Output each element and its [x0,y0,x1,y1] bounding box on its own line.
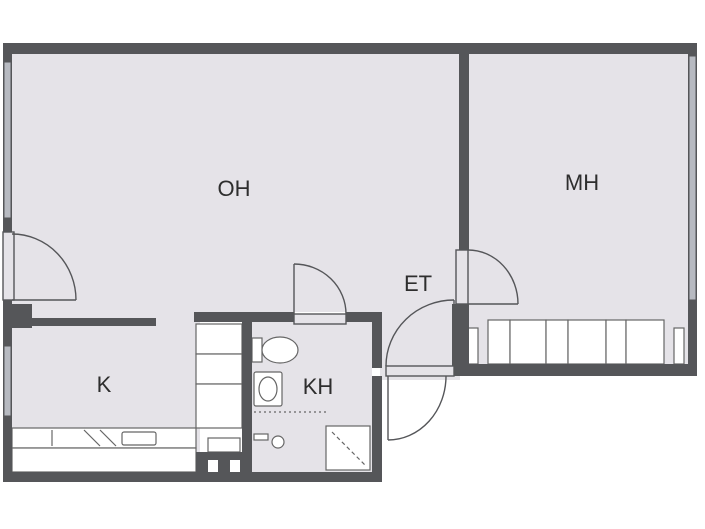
window-kitchen [3,345,12,417]
room-label-bathroom: KH [303,374,334,399]
washbasin-bowl [258,376,278,402]
room-label-hall: ET [404,271,432,296]
wardrobe-2 [509,319,547,365]
wardrobe-1 [487,319,511,365]
toilet-bowl [261,336,299,364]
kitchen-cabinet-1 [195,323,243,355]
floors [12,54,688,472]
windows [3,55,697,417]
wall-gaps [208,460,240,472]
door-bathroom-frame [293,313,347,325]
wardrobe-6 [625,319,665,365]
floor-drain [271,435,285,449]
kitchen-cabinet-3 [195,383,243,429]
door-entrance-frame [385,365,455,377]
wardrobe-4 [567,319,607,365]
kitchen-cabinet-2 [195,353,243,385]
room-label-living-room: OH [218,176,251,201]
room-label-bedroom: MH [565,170,599,195]
room-labels: OH MH ET K KH [97,170,599,399]
room-label-kitchen: K [97,372,112,397]
floor-bedroom [468,54,688,366]
kitchen-counter-front [11,447,197,473]
kitchen-counter [11,427,197,449]
wardrobe-3 [545,319,569,365]
bedroom-closet-right [673,327,685,365]
kitchen-sink [121,431,157,446]
bedroom-closet-left [467,327,479,365]
floor-hall [380,250,460,380]
kitchen-cabinet-4 [207,437,241,453]
window-living-room [3,61,12,219]
fixtures [11,319,685,473]
door-balcony-frame [2,231,15,301]
doors [2,231,519,441]
door-bedroom-frame [455,249,469,305]
window-bedroom [688,55,697,301]
shower-mixer [253,433,269,441]
toilet-tank [251,337,263,363]
wardrobe-5 [605,319,627,365]
